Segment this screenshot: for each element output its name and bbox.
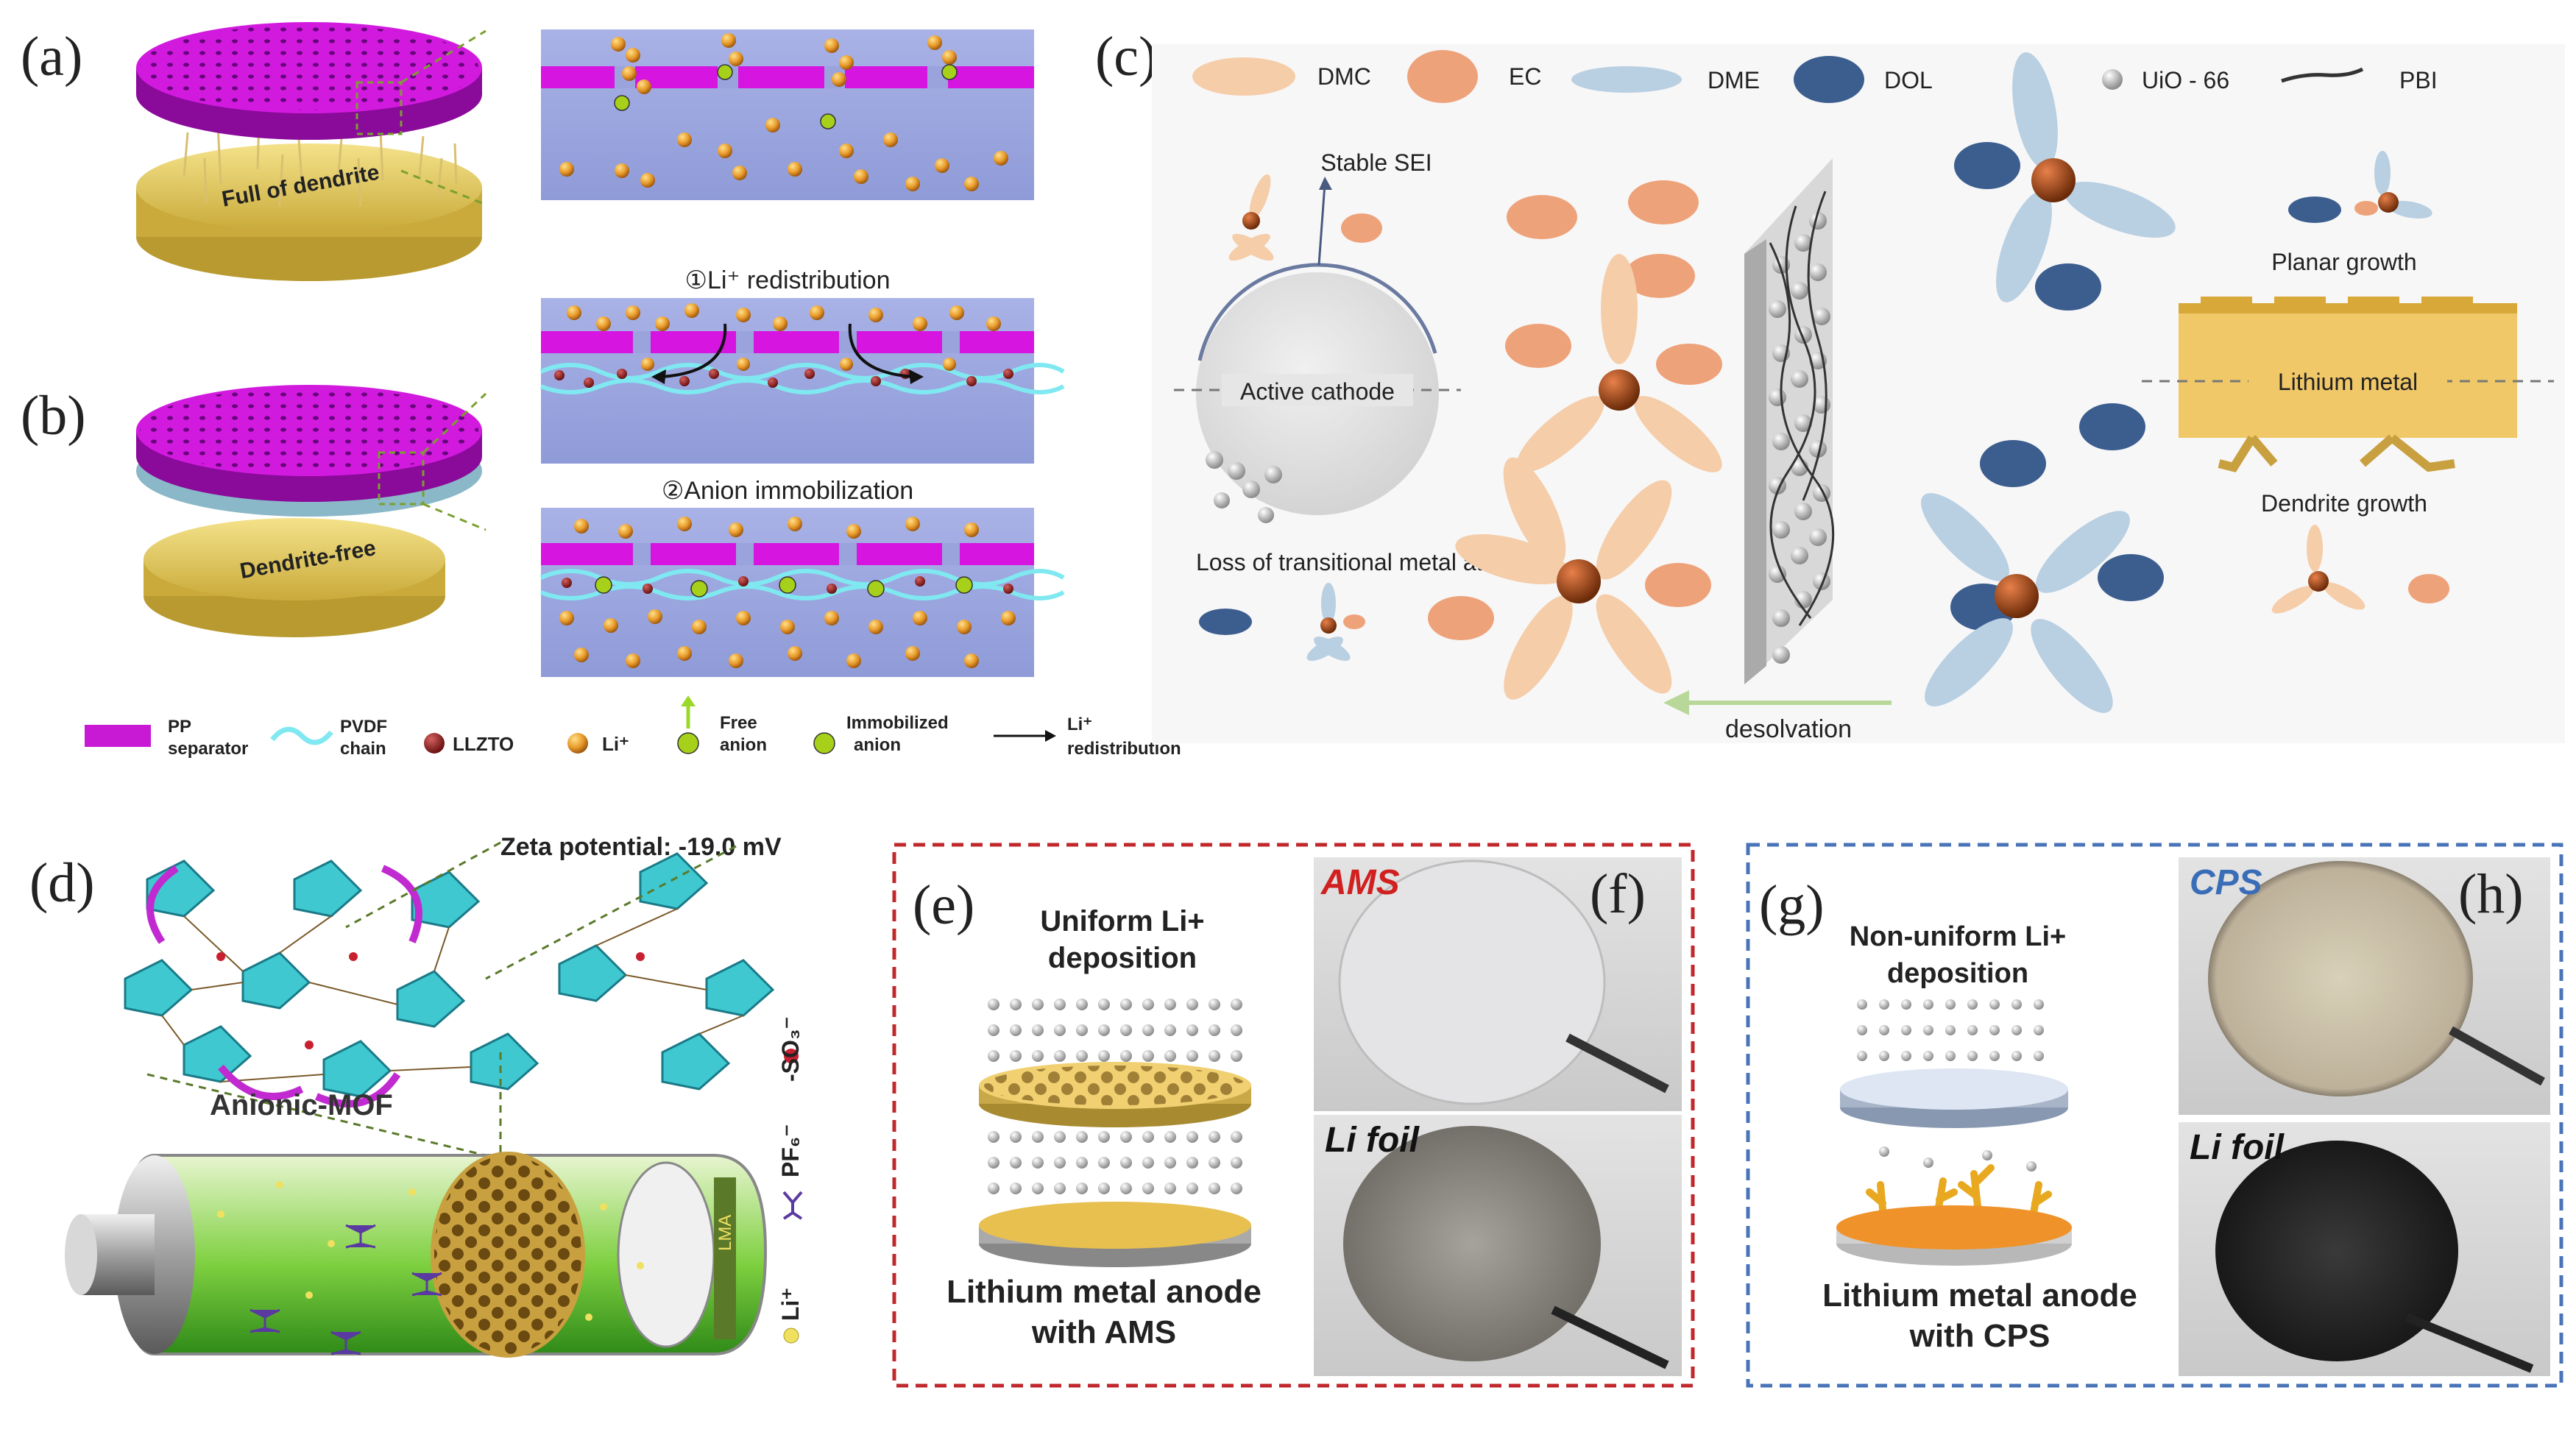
nonuniform-dep-line2: deposition: [1887, 958, 2028, 989]
desolvation-arrow: desolvation: [1663, 690, 1892, 743]
dendrite-disk: Full of dendrite: [136, 117, 482, 281]
cps-schematic: [1836, 999, 2072, 1266]
legend-ec: EC: [1509, 63, 1541, 90]
cathode-label: Active cathode: [1240, 378, 1395, 405]
panel-label-d: (d): [29, 852, 95, 914]
solvent-molecules: [1199, 52, 2449, 713]
pp-separator-top: [136, 22, 482, 140]
li-foil-label-2: Li foil: [2190, 1128, 2285, 1167]
uniform-dep-line1: Uniform Li+: [1040, 905, 1204, 937]
lma-label: LMA: [715, 1215, 735, 1251]
desolvation-label: desolvation: [1725, 715, 1852, 743]
panel-label-h: (h): [2458, 863, 2524, 925]
legend-pvdf: PVDF: [340, 717, 387, 737]
panel-label-a: (a): [21, 26, 82, 88]
lithium-metal-label: Lithium metal: [2278, 369, 2418, 395]
mof-structure: [124, 841, 775, 1157]
legend-pp: PP: [168, 717, 191, 737]
cps-photo-label: CPS: [2190, 863, 2262, 902]
panel-label-c: (c): [1095, 26, 1157, 88]
ams-schematic: [979, 999, 1251, 1267]
zoom-box-b1: [539, 298, 1065, 464]
legend-pbi: PBI: [2399, 67, 2438, 93]
photo-li-foil-1: Li foil: [1314, 1115, 1682, 1376]
zeta-label: Zeta potential: -19.0 mV: [500, 833, 782, 861]
blue-frame: [1746, 843, 2563, 1388]
uio-pbi-separator: [1744, 158, 1835, 684]
anode-ams-line2: with AMS: [1031, 1314, 1176, 1350]
legend-li: Li⁺: [602, 733, 629, 755]
legend-ab: PP separator PVDF chain LLZTO Li⁺ Free a…: [85, 695, 1181, 759]
panel-c: (c) DMC EC DME DOL UiO - 66 PBI Active c…: [1095, 26, 2565, 743]
photo-cps: CPS (h): [2179, 857, 2550, 1115]
panel-ef: (e) Uniform Li+ deposition Lithium metal…: [892, 843, 1695, 1388]
svg-text:Free: Free: [720, 713, 757, 733]
anionic-mof-label: Anionic-MOF: [210, 1089, 393, 1121]
panel-label-b: (b): [21, 385, 86, 447]
panel-a: (a) Full of dendrite: [21, 22, 1034, 281]
photo-li-foil-2: Li foil: [2179, 1122, 2550, 1376]
planar-growth-label: Planar growth: [2271, 249, 2416, 275]
step1-label: ①Li⁺ redistribution: [685, 266, 891, 294]
pp-separator-coated: [136, 385, 482, 517]
legend-pvdf-chain: chain: [340, 739, 386, 759]
legend-dme: DME: [1708, 67, 1760, 93]
anode-cps-line1: Lithium metal anode: [1822, 1277, 2137, 1314]
battery: LMA: [65, 1152, 768, 1358]
svg-text:Li⁺: Li⁺: [1067, 715, 1092, 734]
photo-ams: AMS (f): [1314, 857, 1682, 1111]
uniform-dep-line2: deposition: [1048, 942, 1197, 974]
pf6-label: PF₆⁻: [777, 1124, 804, 1177]
step2-label: ②Anion immobilization: [662, 477, 913, 505]
panel-label-g: (g): [1759, 874, 1825, 936]
legend-dmc: DMC: [1317, 63, 1371, 90]
legend-d: -SO₃⁻ PF₆⁻ Li⁺: [777, 1016, 804, 1344]
svg-text:anion: anion: [854, 735, 901, 755]
lithium-metal-block: Lithium metal Planar growth Dendrite gro…: [2142, 249, 2554, 517]
legend-uio: UiO - 66: [2142, 67, 2229, 93]
dendrite-free-disk: Dendrite-free: [144, 518, 445, 637]
anode-ams-line1: Lithium metal anode: [946, 1274, 1262, 1310]
active-cathode: Active cathode Stable SEI Loss of transi…: [1174, 149, 1527, 575]
panel-d: (d) Zeta potential: -19.0 mV: [29, 833, 804, 1358]
sei-label: Stable SEI: [1320, 149, 1432, 176]
panel-gh: (g) Non-uniform Li+ deposition Lithi: [1746, 843, 2563, 1388]
ams-photo-label: AMS: [1320, 863, 1400, 902]
legend-pp-sep: separator: [168, 739, 248, 759]
so3-label: -SO₃⁻: [777, 1016, 804, 1082]
li-label-d: Li⁺: [777, 1288, 804, 1321]
dendrite-growth-label: Dendrite growth: [2261, 490, 2427, 517]
legend-llzto: LLZTO: [453, 733, 514, 755]
legend-dol: DOL: [1884, 67, 1933, 93]
panel-label-f: (f): [1590, 863, 1646, 925]
panel-b: (b) Dendrite-free ①Li⁺ redistribution: [21, 266, 1181, 759]
zoom-box-b2: [539, 508, 1065, 677]
legend-c: DMC EC DME DOL UiO - 66 PBI: [1192, 50, 2438, 103]
zoom-box-a: [541, 29, 1034, 200]
svg-text:Immobilized: Immobilized: [846, 713, 949, 733]
anode-cps-line2: with CPS: [1909, 1318, 2050, 1354]
panel-label-e: (e): [913, 874, 974, 936]
li-foil-label-1: Li foil: [1325, 1121, 1420, 1160]
svg-text:anion: anion: [720, 735, 767, 755]
nonuniform-dep-line1: Non-uniform Li+: [1850, 921, 2066, 952]
